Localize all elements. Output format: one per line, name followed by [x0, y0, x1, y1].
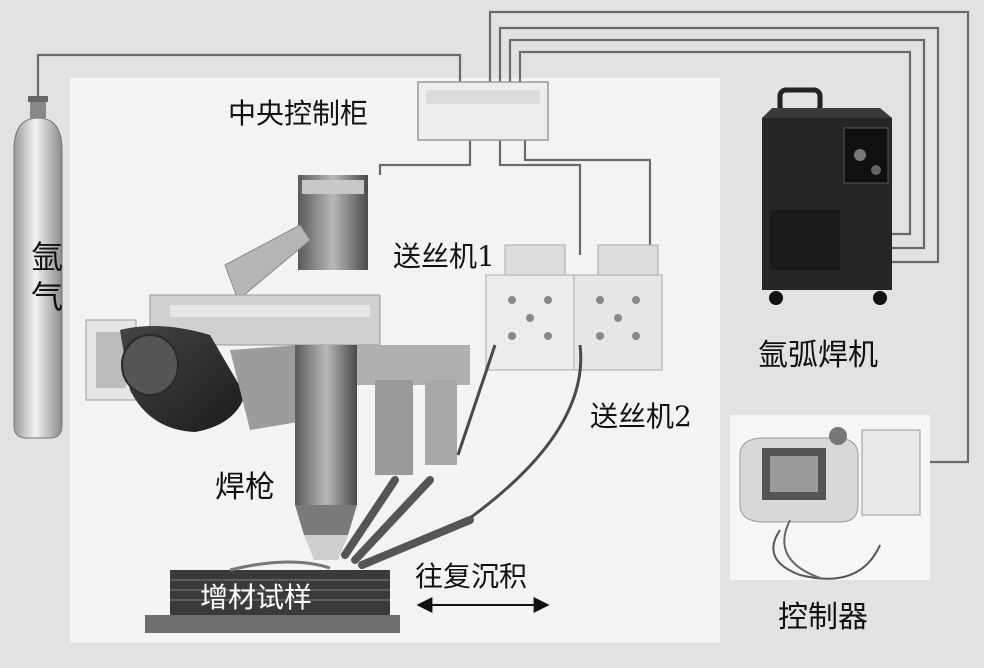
argon-gas-label: 氩气	[26, 240, 64, 320]
connection-cables	[36, 10, 970, 464]
welding-torch-label: 焊枪	[215, 470, 275, 505]
central-control-cabinet	[417, 81, 549, 141]
controller-device	[730, 415, 930, 580]
central-control-cabinet-label: 中央控制柜	[228, 97, 369, 130]
tig-welder-label: 氩弧焊机	[758, 338, 878, 373]
additive-sample-label: 增材试样	[200, 581, 313, 614]
controller-label: 控制器	[778, 600, 868, 635]
wire-conduits	[456, 344, 583, 520]
reciprocating-deposition-label: 往复沉积	[415, 560, 528, 593]
wire-feeder-1-label: 送丝机1	[393, 240, 495, 273]
additive-sample-block	[145, 560, 400, 633]
tig-welder-machine	[762, 87, 892, 305]
wire-feeder-2-label: 送丝机2	[590, 400, 692, 433]
wire-feed-nozzles	[341, 476, 474, 569]
wire-feeder-units	[485, 244, 663, 371]
robot-arm	[85, 175, 470, 475]
argon-cylinder	[13, 96, 63, 439]
welding-torch	[295, 345, 357, 560]
